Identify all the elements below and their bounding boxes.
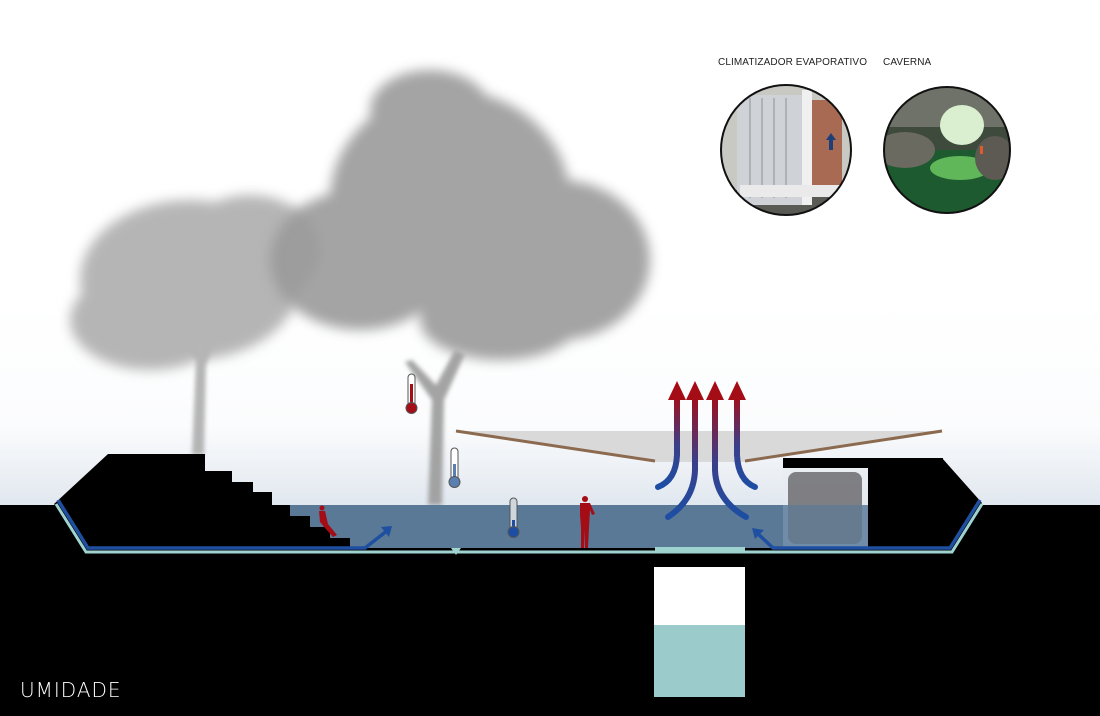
drainage-layer bbox=[54, 503, 984, 554]
airflow-arrow bbox=[655, 392, 680, 490]
standing-person-icon bbox=[580, 496, 595, 548]
floor-drain bbox=[451, 548, 461, 555]
airflow-arrows bbox=[655, 392, 758, 520]
canopy-right-membrane bbox=[744, 429, 943, 463]
airflow-arrow bbox=[712, 392, 749, 520]
thermometer-cool-icon bbox=[507, 497, 520, 538]
seated-person-icon bbox=[319, 505, 337, 537]
diagram-title: UMIDADE bbox=[20, 678, 122, 702]
tree-left bbox=[70, 195, 320, 455]
reference-label-climatizador: CLIMATIZADOR EVAPORATIVO bbox=[718, 57, 868, 68]
floor-grate bbox=[655, 547, 745, 553]
reference-label-caverna: CAVERNA bbox=[883, 57, 932, 68]
canopy-shade bbox=[456, 431, 942, 462]
cistern-air bbox=[654, 567, 745, 625]
water-pipe-left bbox=[56, 499, 390, 550]
evaporative-cooler-photo bbox=[720, 84, 852, 216]
flow-arrow-left bbox=[381, 526, 392, 537]
canopy-left-membrane bbox=[455, 429, 656, 463]
tree-right bbox=[270, 70, 650, 505]
cave-photo bbox=[883, 86, 1011, 214]
thermometer-mild-icon bbox=[448, 447, 461, 488]
flow-arrow-right bbox=[752, 528, 764, 539]
water-pipe-right bbox=[754, 499, 982, 550]
building-mass bbox=[868, 458, 982, 548]
thermometer-hot-icon bbox=[405, 373, 418, 414]
cistern-water bbox=[654, 625, 745, 697]
building-roof bbox=[783, 458, 943, 468]
airflow-arrowheads bbox=[668, 381, 746, 400]
airflow-arrow bbox=[665, 392, 698, 520]
stepped-mound bbox=[54, 454, 350, 548]
airflow-arrow bbox=[734, 392, 758, 490]
